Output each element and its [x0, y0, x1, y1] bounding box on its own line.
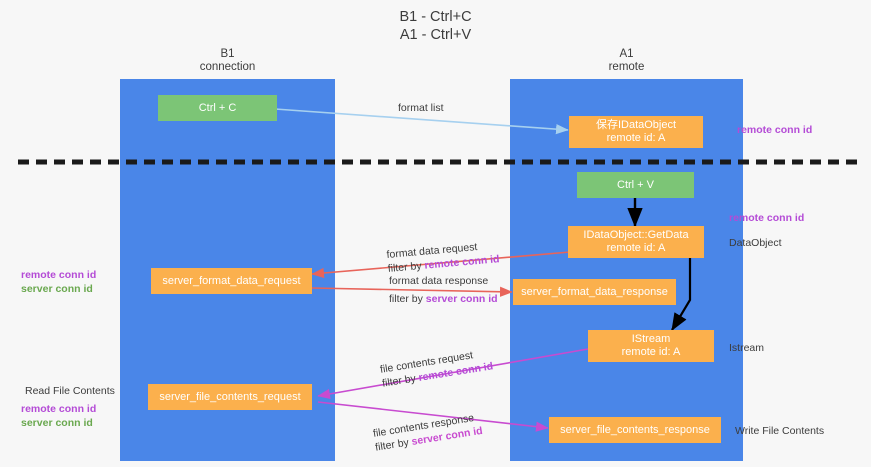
annotation-right-mid-remote-conn-id: remote conn id [729, 212, 805, 224]
node-getdata-line2: remote id: A [606, 242, 666, 254]
node-istream-line2: remote id: A [621, 346, 681, 358]
node-istream-line1: IStream [631, 333, 671, 345]
annotation-left-mid-server-conn-id: server conn id [21, 283, 93, 295]
node-server-format-data-response[interactable]: server_format_data_response [513, 279, 676, 305]
annotation-left-mid-remote-conn-id: remote conn id [21, 269, 97, 281]
node-ctrl-v[interactable]: Ctrl + V [577, 172, 694, 198]
filter-prefix: filter by [387, 259, 425, 275]
node-server-format-data-request-label: server_format_data_request [162, 274, 301, 287]
arrow-format-data-request [311, 251, 571, 279]
node-server-format-data-response-label: server_format_data_response [521, 285, 668, 298]
column-b1-name: B1 [220, 48, 235, 60]
node-server-format-data-request[interactable]: server_format_data_request [151, 268, 312, 294]
arrow-format-data-response [311, 286, 513, 297]
annotation-left-bottom-remote-conn-id: remote conn id [21, 403, 97, 415]
edge-format-data-response-line1: format data response [389, 275, 489, 287]
node-save-idataobject-line1: 保存IDataObject [595, 119, 677, 131]
node-getdata-line1: IDataObject::GetData [583, 229, 689, 241]
annotation-right-top-remote-conn-id: remote conn id [737, 124, 813, 136]
node-server-file-contents-response-label: server_file_contents_response [560, 423, 710, 436]
filter-key-server-conn-id: server conn id [425, 293, 498, 305]
filter-prefix: filter by [389, 293, 426, 305]
edge-label-format-list: format list [398, 102, 444, 114]
node-ctrl-c-label: Ctrl + C [198, 101, 237, 114]
column-header-b1: B1 connection [120, 48, 335, 74]
node-server-file-contents-response[interactable]: server_file_contents_response [549, 417, 721, 443]
node-ctrl-v-label: Ctrl + V [617, 178, 654, 191]
annotation-istream: Istream [729, 342, 765, 354]
annotation-write-file-contents: Write File Contents [735, 425, 825, 437]
column-a1-name: A1 [619, 48, 634, 60]
edge-format-data-response-filter: filter by server conn id [389, 292, 498, 306]
arrow-format-list [274, 108, 569, 135]
arrow-getdata-istream [671, 258, 692, 331]
column-a1-role: remote [608, 61, 645, 73]
annotation-read-file-contents: Read File Contents [25, 385, 115, 397]
node-server-file-contents-request[interactable]: server_file_contents_request [148, 384, 312, 410]
arrow-file-contents-request [317, 348, 589, 399]
arrow-file-contents-response [317, 401, 549, 432]
node-save-idataobject-line2: remote id: A [606, 132, 666, 144]
title-line-1: B1 - Ctrl+C [399, 9, 472, 25]
node-getdata[interactable]: IDataObject::GetData remote id: A [568, 226, 704, 258]
column-b1-role: connection [199, 61, 256, 73]
title-line-2: A1 - Ctrl+V [399, 27, 472, 43]
node-server-file-contents-request-label: server_file_contents_request [159, 390, 301, 403]
column-header-a1: A1 remote [510, 48, 743, 74]
node-ctrl-c[interactable]: Ctrl + C [158, 95, 277, 121]
annotation-left-bottom-server-conn-id: server conn id [21, 417, 93, 429]
node-save-idataobject[interactable]: 保存IDataObject remote id: A [569, 116, 703, 148]
annotation-dataobject: DataObject [729, 237, 782, 249]
node-istream[interactable]: IStream remote id: A [588, 330, 714, 362]
page-title: B1 - Ctrl+C A1 - Ctrl+V [0, 8, 871, 44]
edge-label-format-data-response: format data response filter by server co… [389, 274, 498, 306]
